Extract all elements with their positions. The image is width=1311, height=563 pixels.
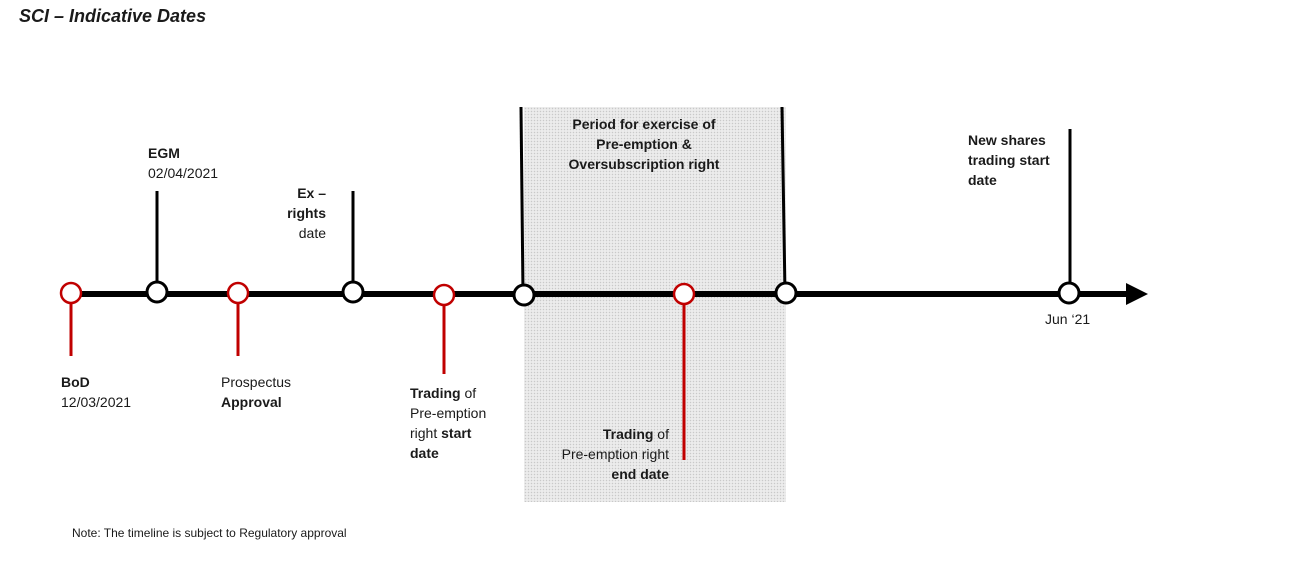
period-end-stem	[780, 106, 787, 294]
new-shares-marker	[1057, 281, 1081, 305]
trading-start-text1: of	[460, 385, 477, 401]
prospectus-line2: Approval	[221, 394, 282, 410]
ex-rights-line1: Ex –	[297, 185, 326, 201]
period-end-marker	[774, 281, 798, 305]
bod-label: BoD 12/03/2021	[61, 372, 131, 412]
trading-start-bold4: date	[410, 445, 439, 461]
new-shares-line3: date	[968, 172, 997, 188]
exercise-period-line2: Pre-emption &	[596, 136, 692, 152]
trading-start-text3: right	[410, 425, 442, 441]
trading-start-line2: Pre-emption	[410, 405, 487, 421]
trading-end-text1: of	[653, 426, 669, 442]
trading-start-bold1: Trading	[410, 385, 461, 401]
exercise-period-line3: Oversubscription right	[568, 156, 720, 172]
new-shares-line2: trading start	[968, 152, 1050, 168]
trading-end-label: Trading of Pre-emption right end date	[540, 424, 669, 484]
new-shares-label: New shares trading start date	[968, 130, 1050, 190]
bod-name: BoD	[61, 374, 90, 390]
ex-rights-line3: date	[298, 225, 326, 241]
exercise-period-shade	[524, 107, 786, 502]
new-shares-line1: New shares	[968, 132, 1046, 148]
ex-rights-marker	[341, 280, 365, 304]
exercise-period-label: Period for exercise of Pre-emption & Ove…	[544, 114, 744, 174]
ex-rights-label: Ex – rights date	[262, 183, 326, 243]
trading-end-bold1: Trading	[602, 426, 654, 442]
bod-marker	[59, 281, 83, 305]
ex-rights-line2: rights	[287, 205, 326, 221]
end-date-label: Jun ‘21	[1045, 311, 1091, 327]
bod-date: 12/03/2021	[61, 394, 132, 410]
regulatory-note: Note: The timeline is subject to Regulat…	[72, 526, 347, 540]
prospectus-marker	[226, 281, 250, 305]
period-start-marker	[512, 283, 536, 307]
trading-start-bold3: start	[441, 425, 472, 441]
period-start-stem	[519, 106, 525, 295]
prospectus-line1: Prospectus	[221, 374, 292, 390]
trading-start-marker	[432, 283, 456, 307]
trading-end-marker	[672, 282, 696, 306]
timeline-arrowhead	[1126, 283, 1148, 305]
exercise-period-line1: Period for exercise of	[572, 116, 716, 132]
trading-end-line2: Pre-emption right	[561, 446, 669, 462]
egm-name: EGM	[148, 145, 180, 161]
page-title: SCI – Indicative Dates	[19, 6, 207, 26]
trading-start-label: Trading of Pre-emption right start date	[410, 383, 486, 463]
egm-marker	[145, 280, 169, 304]
egm-label: EGM 02/04/2021	[148, 143, 218, 183]
egm-date: 02/04/2021	[148, 165, 219, 181]
trading-end-bold3: end date	[611, 466, 669, 482]
prospectus-label: Prospectus Approval	[221, 372, 291, 412]
